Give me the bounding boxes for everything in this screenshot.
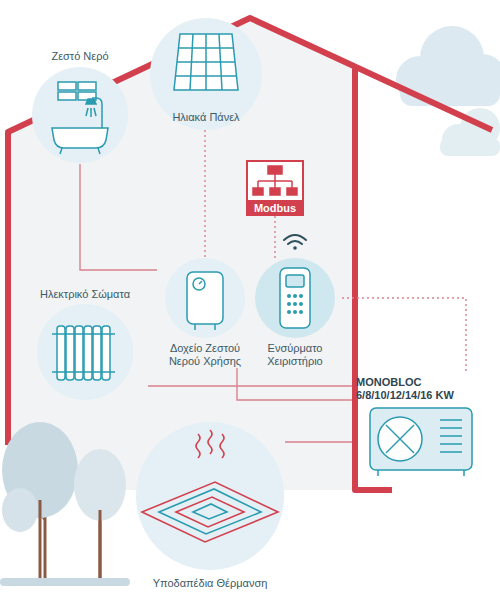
solar-panel-node: Ηλιακά Πάνελ: [150, 18, 262, 130]
modbus-node: Modbus: [246, 160, 304, 216]
tank-node: Δοχείο Ζεστού Νερού Χρήσης: [157, 258, 253, 368]
controller-node: Ενσύρματο Χειριστήριο: [248, 258, 342, 368]
bath-icon: [52, 82, 108, 154]
connector-line: [204, 130, 205, 258]
controller-icon: [280, 268, 310, 328]
node-label: Ζεστό Νερό: [51, 50, 108, 63]
solar-panel-icon: [174, 34, 238, 90]
floor-heating-node: Υποδαπέδια Θέρμανση: [135, 420, 285, 590]
monobloc-unit: [370, 408, 472, 476]
hot-water-node: Ζεστό Νερό: [22, 50, 138, 164]
node-label: Ηλιακά Πάνελ: [172, 111, 239, 124]
roof-outline: [8, 18, 492, 445]
monobloc-node: MONOBLOC 6/8/10/12/14/16 KW: [352, 374, 476, 474]
connector-line: [80, 164, 157, 270]
radiator-icon: [52, 326, 115, 380]
node-label: Modbus: [254, 202, 296, 215]
node-label: MONOBLOC 6/8/10/12/14/16 KW: [356, 376, 466, 402]
node-label: Ενσύρματο Χειριστήριο: [248, 342, 342, 368]
node-label: Ηλεκτρικό Σώματα: [40, 288, 130, 301]
node-circles: [32, 18, 335, 570]
connector-line: [274, 216, 275, 258]
modbus-icon: [247, 161, 303, 215]
trees: [0, 422, 130, 586]
wifi-symbol: [284, 235, 306, 250]
house-interior: [8, 18, 355, 490]
radiator-node: Ηλεκτρικό Σώματα: [22, 288, 148, 402]
floor-heating-icon: [142, 430, 278, 542]
node-label: Υποδαπέδια Θέρμανση: [153, 577, 268, 590]
connector-line: [148, 385, 352, 386]
connector-line: [237, 368, 352, 400]
node-label: Δοχείο Ζεστού Νερού Χρήσης: [157, 342, 253, 368]
tank-icon: [187, 272, 223, 330]
connector-line: [342, 298, 466, 374]
connector-line: [285, 441, 352, 442]
